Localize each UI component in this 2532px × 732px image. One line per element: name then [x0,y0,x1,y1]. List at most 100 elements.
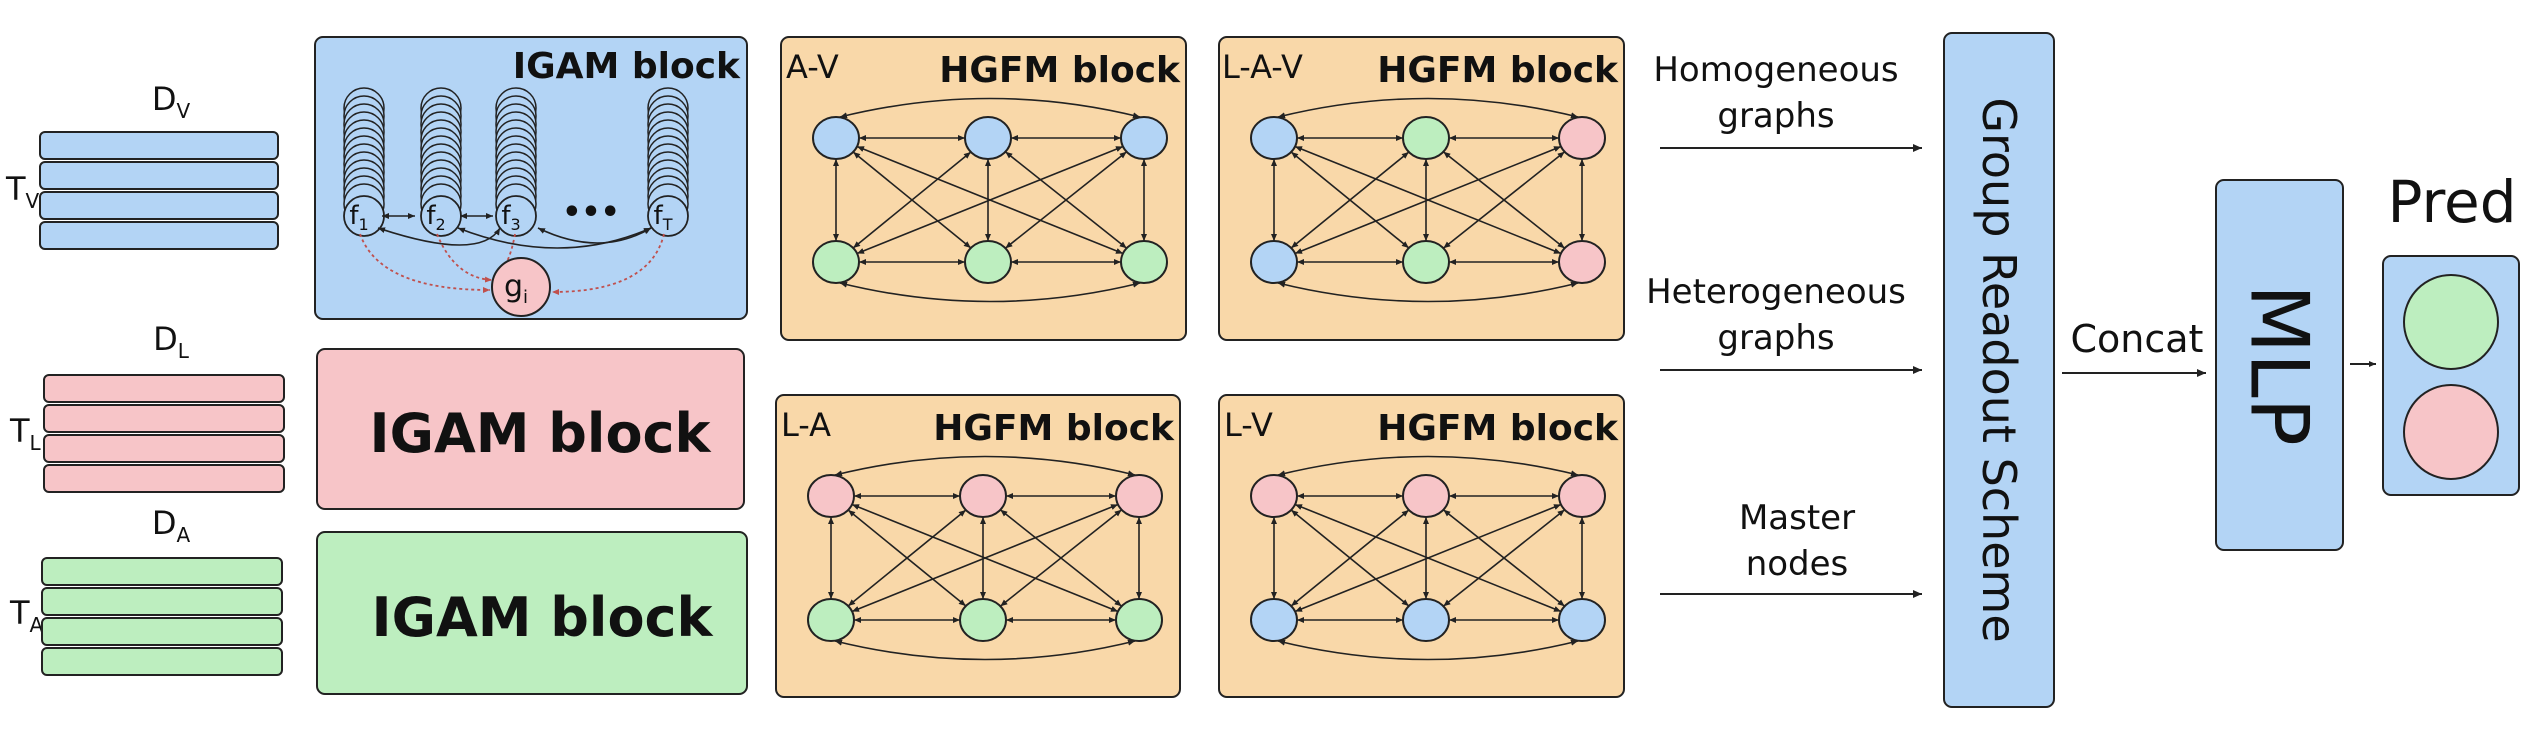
graph-node-pink [1558,240,1606,284]
feature-node-label: f1 [349,201,368,234]
input-audio-dim-label: DA [152,504,191,547]
graph-edge-arc [834,455,1136,477]
feature-stack: f1 [343,87,385,237]
prediction-block: Pred [2382,168,2520,496]
input-language: DL TL [9,320,285,493]
input-audio-row [41,647,283,676]
graph-edge [1442,151,1566,249]
graph-edge-arc [1277,97,1579,119]
hgfm-block-l-a: L-A HGFM block [775,394,1181,698]
stream-heterogeneous: Heterogeneous graphs [1646,272,1922,374]
graph-nodes [812,116,1168,284]
feature-stack: fT [647,87,689,237]
pred-output-node-green [2403,274,2499,370]
igam-block-visual-title: IGAM block [513,46,741,87]
graph-nodes [1250,116,1606,284]
feature-node [495,195,537,237]
igam-block-language-title: IGAM block [370,402,712,465]
hgfm-block-l-a-tag: L-A [781,406,831,444]
stream-master-line2: nodes [1746,544,1849,584]
input-audio: DA TA [9,504,283,676]
graph-edge-arc [839,281,1141,303]
graph-node-pink [807,474,855,518]
feature-node-label: f3 [501,201,520,234]
graph-node-blue [1250,598,1298,642]
stream-master-line1: Master [1739,498,1855,538]
hgfm-block-a-v-tag: A-V [786,48,839,86]
graph-nodes [1250,474,1606,642]
graph-node-blue [1402,598,1450,642]
hgfm-block-l-a-v-tag: L-A-V [1222,48,1303,86]
graph-edges [1271,455,1585,661]
igam-block-visual: IGAM block f1 f2 f3 fT ••• gi [314,36,748,320]
graph-node-blue [812,116,860,160]
stream-heterogeneous-line2: graphs [1717,318,1834,358]
graph-node-pink [959,474,1007,518]
input-audio-time-label: TA [9,594,44,637]
graph-node-green [1402,116,1450,160]
input-language-row [43,374,285,403]
graph-node-pink [1558,116,1606,160]
stream-homogeneous-line1: Homogeneous [1653,50,1898,90]
input-visual-row [39,221,279,250]
graph-node-pink [1250,474,1298,518]
hgfm-block-l-v: L-V HGFM block [1218,394,1625,698]
stream-master: Master nodes [1660,498,1922,598]
graph-node-pink [1115,474,1163,518]
pred-output-node-pink [2403,384,2499,480]
input-visual-dim-label: DV [152,80,191,123]
graph-node-pink [1402,474,1450,518]
input-visual-time-label: TV [5,170,40,213]
igam-block-language: IGAM block [316,348,745,510]
graph-node-blue [1250,240,1298,284]
graph-edges [828,455,1142,661]
feature-stack: f3 [495,87,537,237]
global-node-label: gi [504,269,528,308]
graph-edge-arc [839,97,1141,119]
hgfm-block-l-a-v: L-A-V HGFM block [1218,36,1625,341]
graph-edge [1442,509,1566,607]
input-visual-row [39,161,279,190]
igam-block-audio: IGAM block [316,531,748,695]
feature-node [647,195,689,237]
input-language-dim-label: DL [153,320,190,363]
concat-label: Concat [2071,317,2204,361]
graph-node-green [1120,240,1168,284]
pred-label: Pred [2387,168,2516,236]
graph-node-pink [1558,474,1606,518]
hgfm-block-l-a-v-title: HGFM block [1377,50,1619,91]
graph-edges [833,97,1147,303]
input-audio-row [41,557,283,586]
stream-homogeneous-line2: graphs [1717,96,1834,136]
input-language-row [43,464,285,493]
hgfm-block-a-v-title: HGFM block [939,50,1181,91]
graph-node-green [959,598,1007,642]
hgfm-block-l-a-title: HGFM block [933,408,1175,449]
graph-edge-arc [1277,455,1579,477]
graph-node-green [964,240,1012,284]
mlp-block: MLP [2215,179,2344,551]
concat-stage: Concat [2062,317,2206,377]
graph-node-green [1115,598,1163,642]
graph-node-blue [1558,598,1606,642]
graph-edge [999,509,1123,607]
igam-block-audio-title: IGAM block [372,586,714,649]
feature-node-label: f2 [426,201,445,234]
graph-edges [1271,97,1585,303]
input-language-row [43,434,285,463]
hgfm-block-l-v-tag: L-V [1224,406,1273,444]
hgfm-block-a-v: A-V HGFM block [780,36,1187,341]
graph-edge-arc [1277,639,1579,661]
stream-homogeneous: Homogeneous graphs [1653,50,1922,152]
input-visual: DV TV [5,80,279,250]
stream-heterogeneous-line1: Heterogeneous [1646,272,1906,312]
ellipsis: ••• [562,195,620,230]
graph-edge [1004,151,1128,249]
group-readout-label: Group Readout Scheme [1972,97,2026,642]
graph-node-green [812,240,860,284]
graph-node-blue [964,116,1012,160]
graph-node-green [1402,240,1450,284]
input-audio-row [41,617,283,646]
mlp-label: MLP [2233,284,2326,446]
